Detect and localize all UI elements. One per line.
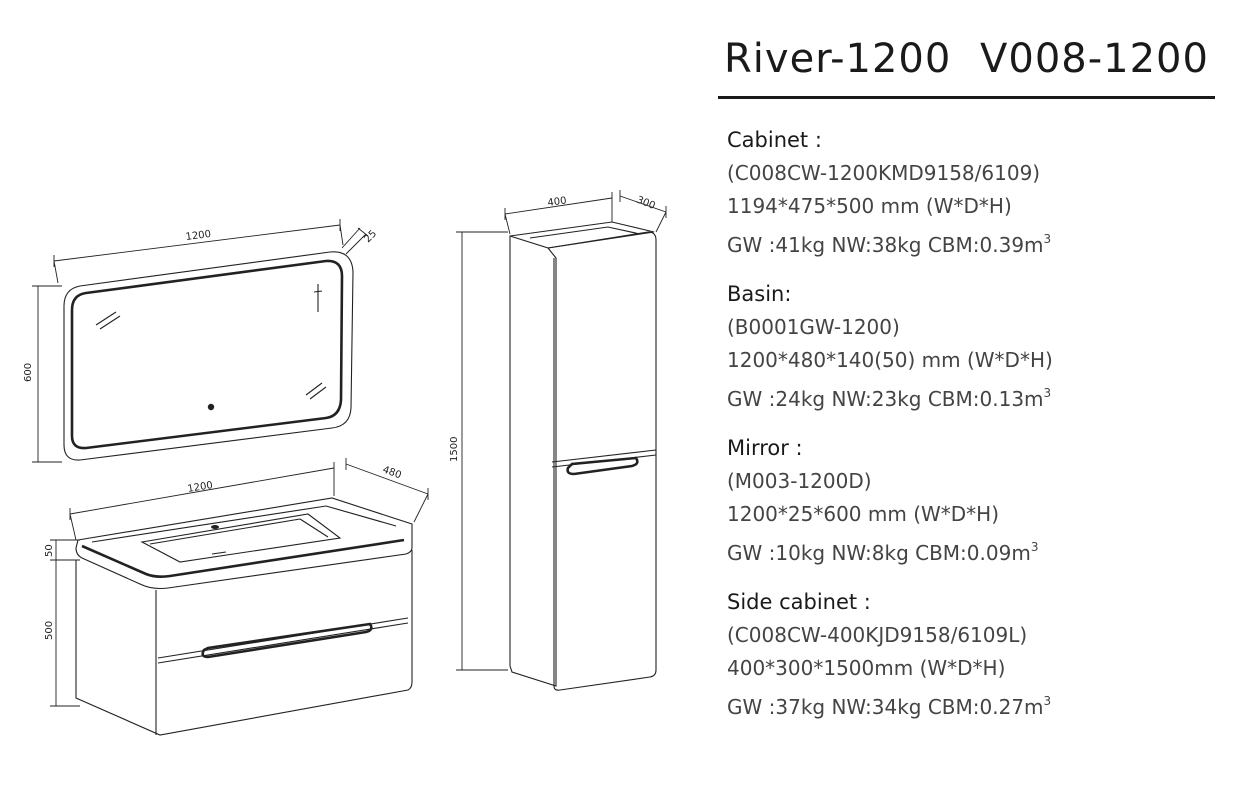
- spec-heading: Cabinet :: [727, 128, 822, 152]
- basin-cabinet-drawing: 1200 480 50 500: [44, 458, 429, 736]
- mirror-glass-edge: [70, 259, 344, 450]
- mirror-width-label: 1200: [185, 229, 212, 243]
- spec-size: 1200*25*600 mm (W*D*H): [727, 502, 1000, 526]
- side-cabinet-top: [509, 221, 655, 249]
- model-code: V008-1200: [980, 36, 1209, 82]
- technical-drawing: 1200 25 600 1200 480 50: [23, 190, 667, 736]
- basin-width-dimension-line: [69, 462, 335, 541]
- model-name: River-1200: [724, 36, 952, 82]
- spec-heading: Mirror :: [727, 436, 803, 460]
- mirror-depth-label: 25: [362, 228, 379, 245]
- basin-rim-inner: [91, 505, 397, 543]
- spec-size: 1194*475*500 mm (W*D*H): [727, 194, 1012, 218]
- side-cabinet-front: [547, 231, 657, 691]
- mirror-height-label: 600: [23, 363, 34, 382]
- mirror-depth-dimension-line: [341, 227, 369, 255]
- side-cabinet-door-handle: [566, 456, 639, 476]
- spec-code: (B0001GW-1200): [727, 315, 900, 339]
- spec-side-cabinet: Side cabinet : (C008CW-400KJD9158/6109L)…: [727, 586, 1227, 719]
- basin-bowl-inner: [149, 518, 329, 545]
- spec-heading: Basin:: [727, 282, 792, 306]
- mirror-drawing: 1200 25 600: [23, 219, 379, 463]
- spec-code: (C008CW-1200KMD9158/6109): [727, 161, 1041, 185]
- side-cabinet-width-dimension-line: [504, 192, 613, 235]
- spec-list: Cabinet : (C008CW-1200KMD9158/6109) 1194…: [727, 124, 1227, 740]
- mirror-sensor-mark: [313, 284, 323, 312]
- spec-weights: GW :10kg NW:8kg CBM:0.09m3: [727, 540, 1039, 565]
- basin-top-outline: [75, 497, 413, 590]
- spec-weights: GW :37kg NW:34kg CBM:0.27m3: [727, 694, 1052, 719]
- mirror-width-dimension-line: [53, 219, 344, 284]
- spec-code: (C008CW-400KJD9158/6109L): [727, 623, 1028, 647]
- cabinet-height-label: 500: [44, 621, 55, 640]
- spec-weights: GW :24kg NW:23kg CBM:0.13m3: [727, 386, 1052, 411]
- mirror-height-dimension-line: [32, 285, 62, 463]
- spec-weights: GW :41kg NW:38kg CBM:0.39m3: [727, 232, 1052, 257]
- spec-basin: Basin: (B0001GW-1200) 1200*480*140(50) m…: [727, 278, 1227, 411]
- basin-bowl: [140, 513, 342, 563]
- side-cabinet-height-dimension-line: [456, 231, 508, 671]
- side-cabinet-height-label: 1500: [449, 437, 460, 462]
- basin-depth-dimension-line: [345, 458, 429, 523]
- spec-size: 1200*480*140(50) mm (W*D*H): [727, 348, 1053, 372]
- cabinet-height-dimension-line: [50, 560, 80, 707]
- basin-height-dimension-line: [50, 539, 80, 561]
- mirror-glare-mark: [305, 382, 327, 400]
- cabinet-drawer-handle: [201, 622, 373, 659]
- basin-front-edge: [81, 538, 405, 578]
- spec-size: 400*300*1500mm (W*D*H): [727, 656, 1006, 680]
- spec-mirror: Mirror : (M003-1200D) 1200*25*600 mm (W*…: [727, 432, 1227, 565]
- cabinet-body-outline: [75, 550, 413, 736]
- spec-heading: Side cabinet :: [727, 590, 871, 614]
- basin-tap-hole-icon: [211, 525, 219, 529]
- side-cabinet-top-inset: [529, 226, 641, 239]
- title-underline: [718, 96, 1215, 99]
- basin-drain-icon: [211, 551, 227, 555]
- spec-cabinet: Cabinet : (C008CW-1200KMD9158/6109) 1194…: [727, 124, 1227, 257]
- side-cabinet-width-label: 400: [547, 195, 567, 209]
- basin-width-label: 1200: [187, 480, 214, 495]
- side-cabinet-depth-dimension-line: [619, 190, 667, 233]
- product-title: River-1200 V008-1200: [724, 36, 1214, 86]
- side-cabinet-door-divider: [551, 449, 657, 468]
- spec-code: (M003-1200D): [727, 469, 872, 493]
- mirror-glare-mark: [95, 311, 121, 330]
- mirror-touch-switch-icon: [207, 403, 215, 411]
- side-cabinet-outline: [509, 235, 557, 687]
- side-cabinet-depth-label: 300: [635, 195, 657, 212]
- basin-depth-label: 480: [381, 464, 403, 481]
- side-cabinet-drawing: 400 300 1500: [449, 190, 667, 691]
- basin-height-label: 50: [44, 544, 55, 557]
- mirror-outer-frame: [63, 251, 354, 461]
